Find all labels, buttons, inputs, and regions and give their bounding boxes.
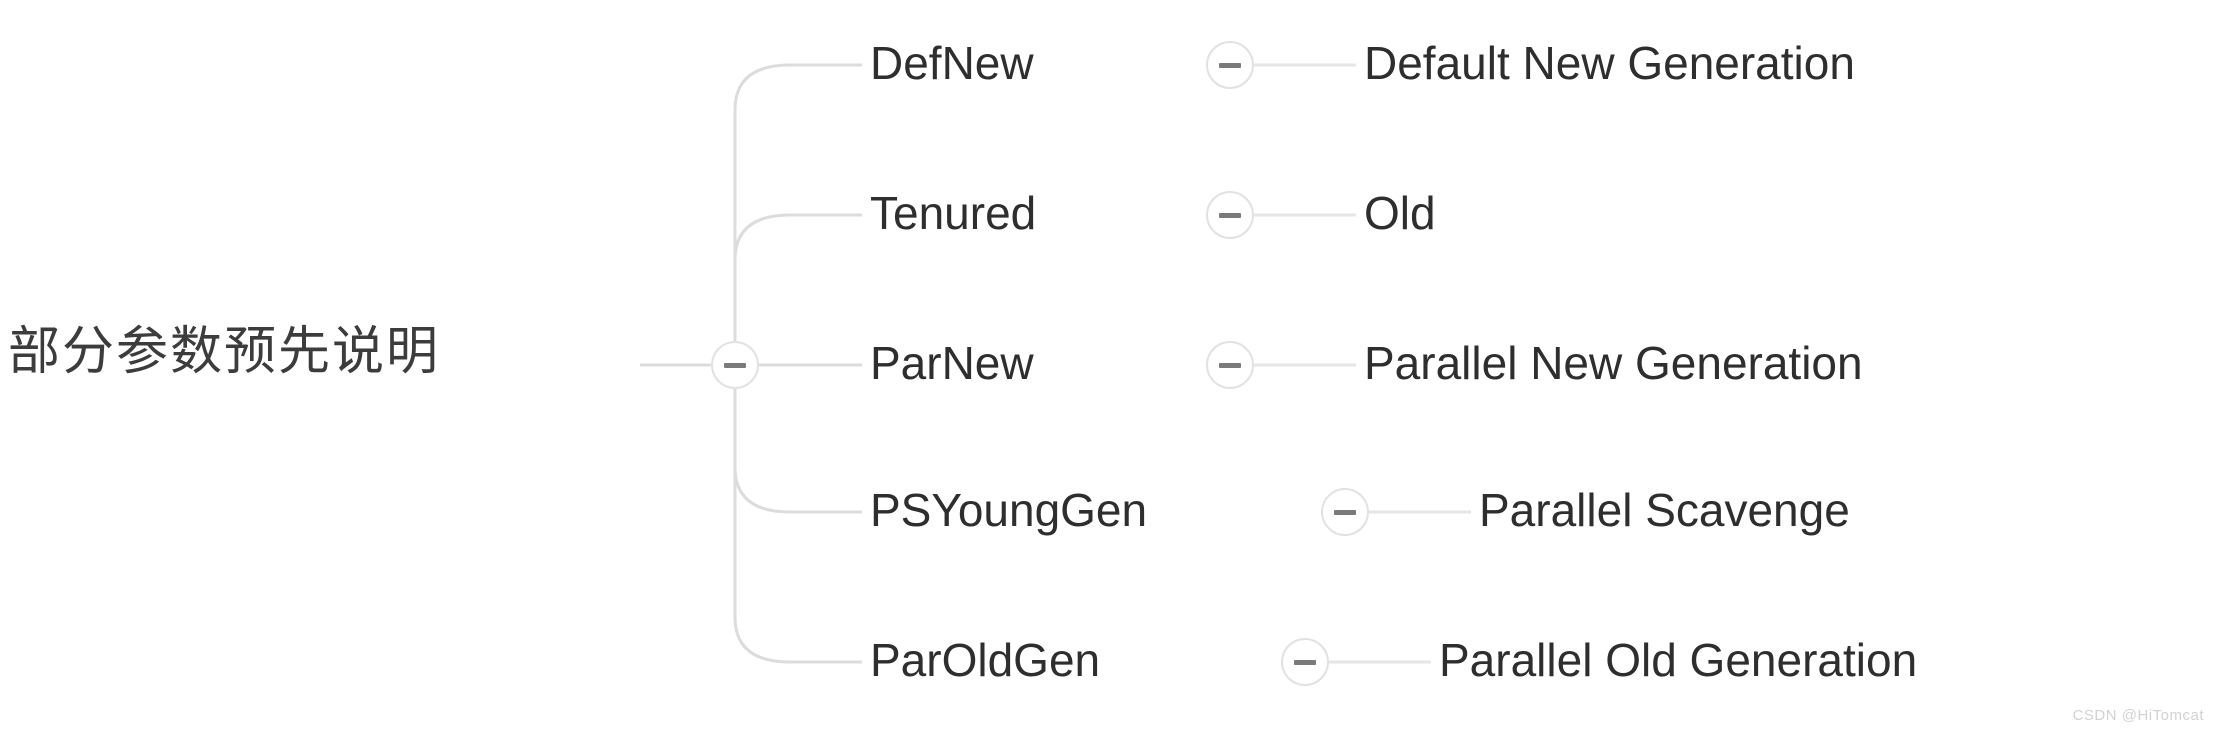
leaf-node-label-old[interactable]: Old: [1364, 187, 1436, 239]
minus-bar: [1334, 509, 1356, 515]
leaf-node-label-default-new-generation[interactable]: Default New Generation: [1364, 37, 1855, 89]
minus-bar: [1294, 659, 1316, 665]
leaf-node-label-parallel-old-generation[interactable]: Parallel Old Generation: [1439, 634, 1918, 686]
child-node-label-paroldgen[interactable]: ParOldGen: [870, 634, 1101, 686]
child-node-label-psyounggen[interactable]: PSYoungGen: [870, 484, 1148, 536]
child-node-label-parnew[interactable]: ParNew: [870, 337, 1034, 389]
child-toggle-minus-circle-icon-psyounggen[interactable]: [1321, 488, 1369, 536]
leaf-node-label-parallel-new-generation[interactable]: Parallel New Generation: [1364, 337, 1863, 389]
root-node-label[interactable]: 部分参数预先说明: [8, 322, 441, 382]
child-node-label-tenured[interactable]: Tenured: [870, 187, 1037, 239]
wire-branch-1: [733, 63, 862, 111]
minus-bar: [1219, 362, 1241, 368]
child-toggle-minus-circle-icon-paroldgen[interactable]: [1281, 638, 1329, 686]
child-node-label-defnew[interactable]: DefNew: [870, 37, 1034, 89]
child-toggle-minus-circle-icon-parnew[interactable]: [1206, 341, 1254, 389]
minus-bar: [1219, 62, 1241, 68]
wire-branch-2: [733, 213, 862, 261]
leaf-node-label-parallel-scavenge[interactable]: Parallel Scavenge: [1479, 484, 1850, 536]
minus-bar: [724, 362, 746, 368]
minus-bar: [1219, 212, 1241, 218]
watermark-text: CSDN @HiTomcat: [2072, 707, 2204, 724]
wire-branch-4: [733, 466, 862, 514]
child-toggle-minus-circle-icon-tenured[interactable]: [1206, 191, 1254, 239]
root-toggle-minus-circle-icon[interactable]: [711, 341, 759, 389]
wire-branch-5: [733, 616, 862, 664]
child-toggle-minus-circle-icon-defnew[interactable]: [1206, 41, 1254, 89]
